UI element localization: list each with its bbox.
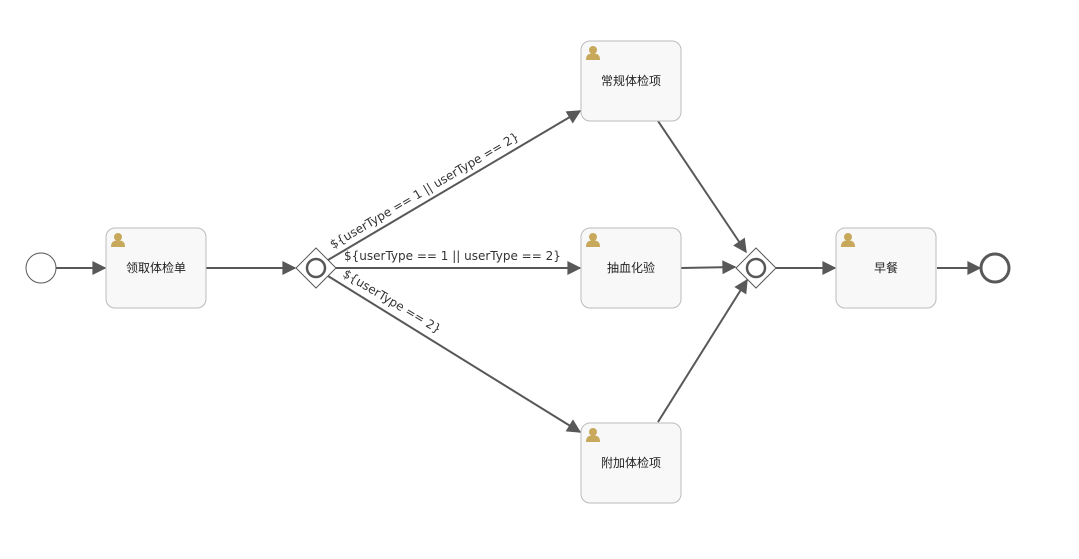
condition-label-blood: ${userType == 1 || userType == 2}: [344, 249, 561, 263]
condition-label-extra: ${userType == 2}: [340, 267, 443, 337]
user-icon: [841, 233, 855, 247]
split-gateway[interactable]: [295, 247, 337, 289]
flow-blood-to-join[interactable]: [680, 260, 737, 275]
flow-routine-to-join[interactable]: [657, 120, 747, 254]
flow-gateway-to-extra[interactable]: [327, 275, 582, 433]
task-label: 常规体检项: [601, 73, 661, 88]
end-event[interactable]: [979, 252, 1011, 284]
user-icon: [111, 233, 125, 247]
user-icon: [586, 428, 600, 442]
task-routine-exam[interactable]: 常规体检项: [580, 40, 682, 122]
task-label: 附加体检项: [601, 455, 661, 470]
flow-gateway-to-routine[interactable]: [327, 110, 582, 261]
task-receive-form[interactable]: 领取体检单: [105, 227, 207, 309]
task-breakfast[interactable]: 早餐: [835, 227, 937, 309]
user-icon: [586, 46, 600, 60]
task-extra-exam[interactable]: 附加体检项: [580, 422, 682, 504]
task-label: 抽血化验: [607, 260, 655, 275]
join-gateway[interactable]: [735, 247, 777, 289]
start-event[interactable]: [25, 252, 57, 284]
task-label: 早餐: [874, 260, 898, 275]
task-blood-test[interactable]: 抽血化验: [580, 227, 682, 309]
flow-extra-to-join[interactable]: [657, 278, 748, 423]
task-label: 领取体检单: [126, 260, 186, 275]
condition-label-routine: ${userType == 1 || userType == 2}: [327, 129, 521, 251]
user-icon: [586, 233, 600, 247]
